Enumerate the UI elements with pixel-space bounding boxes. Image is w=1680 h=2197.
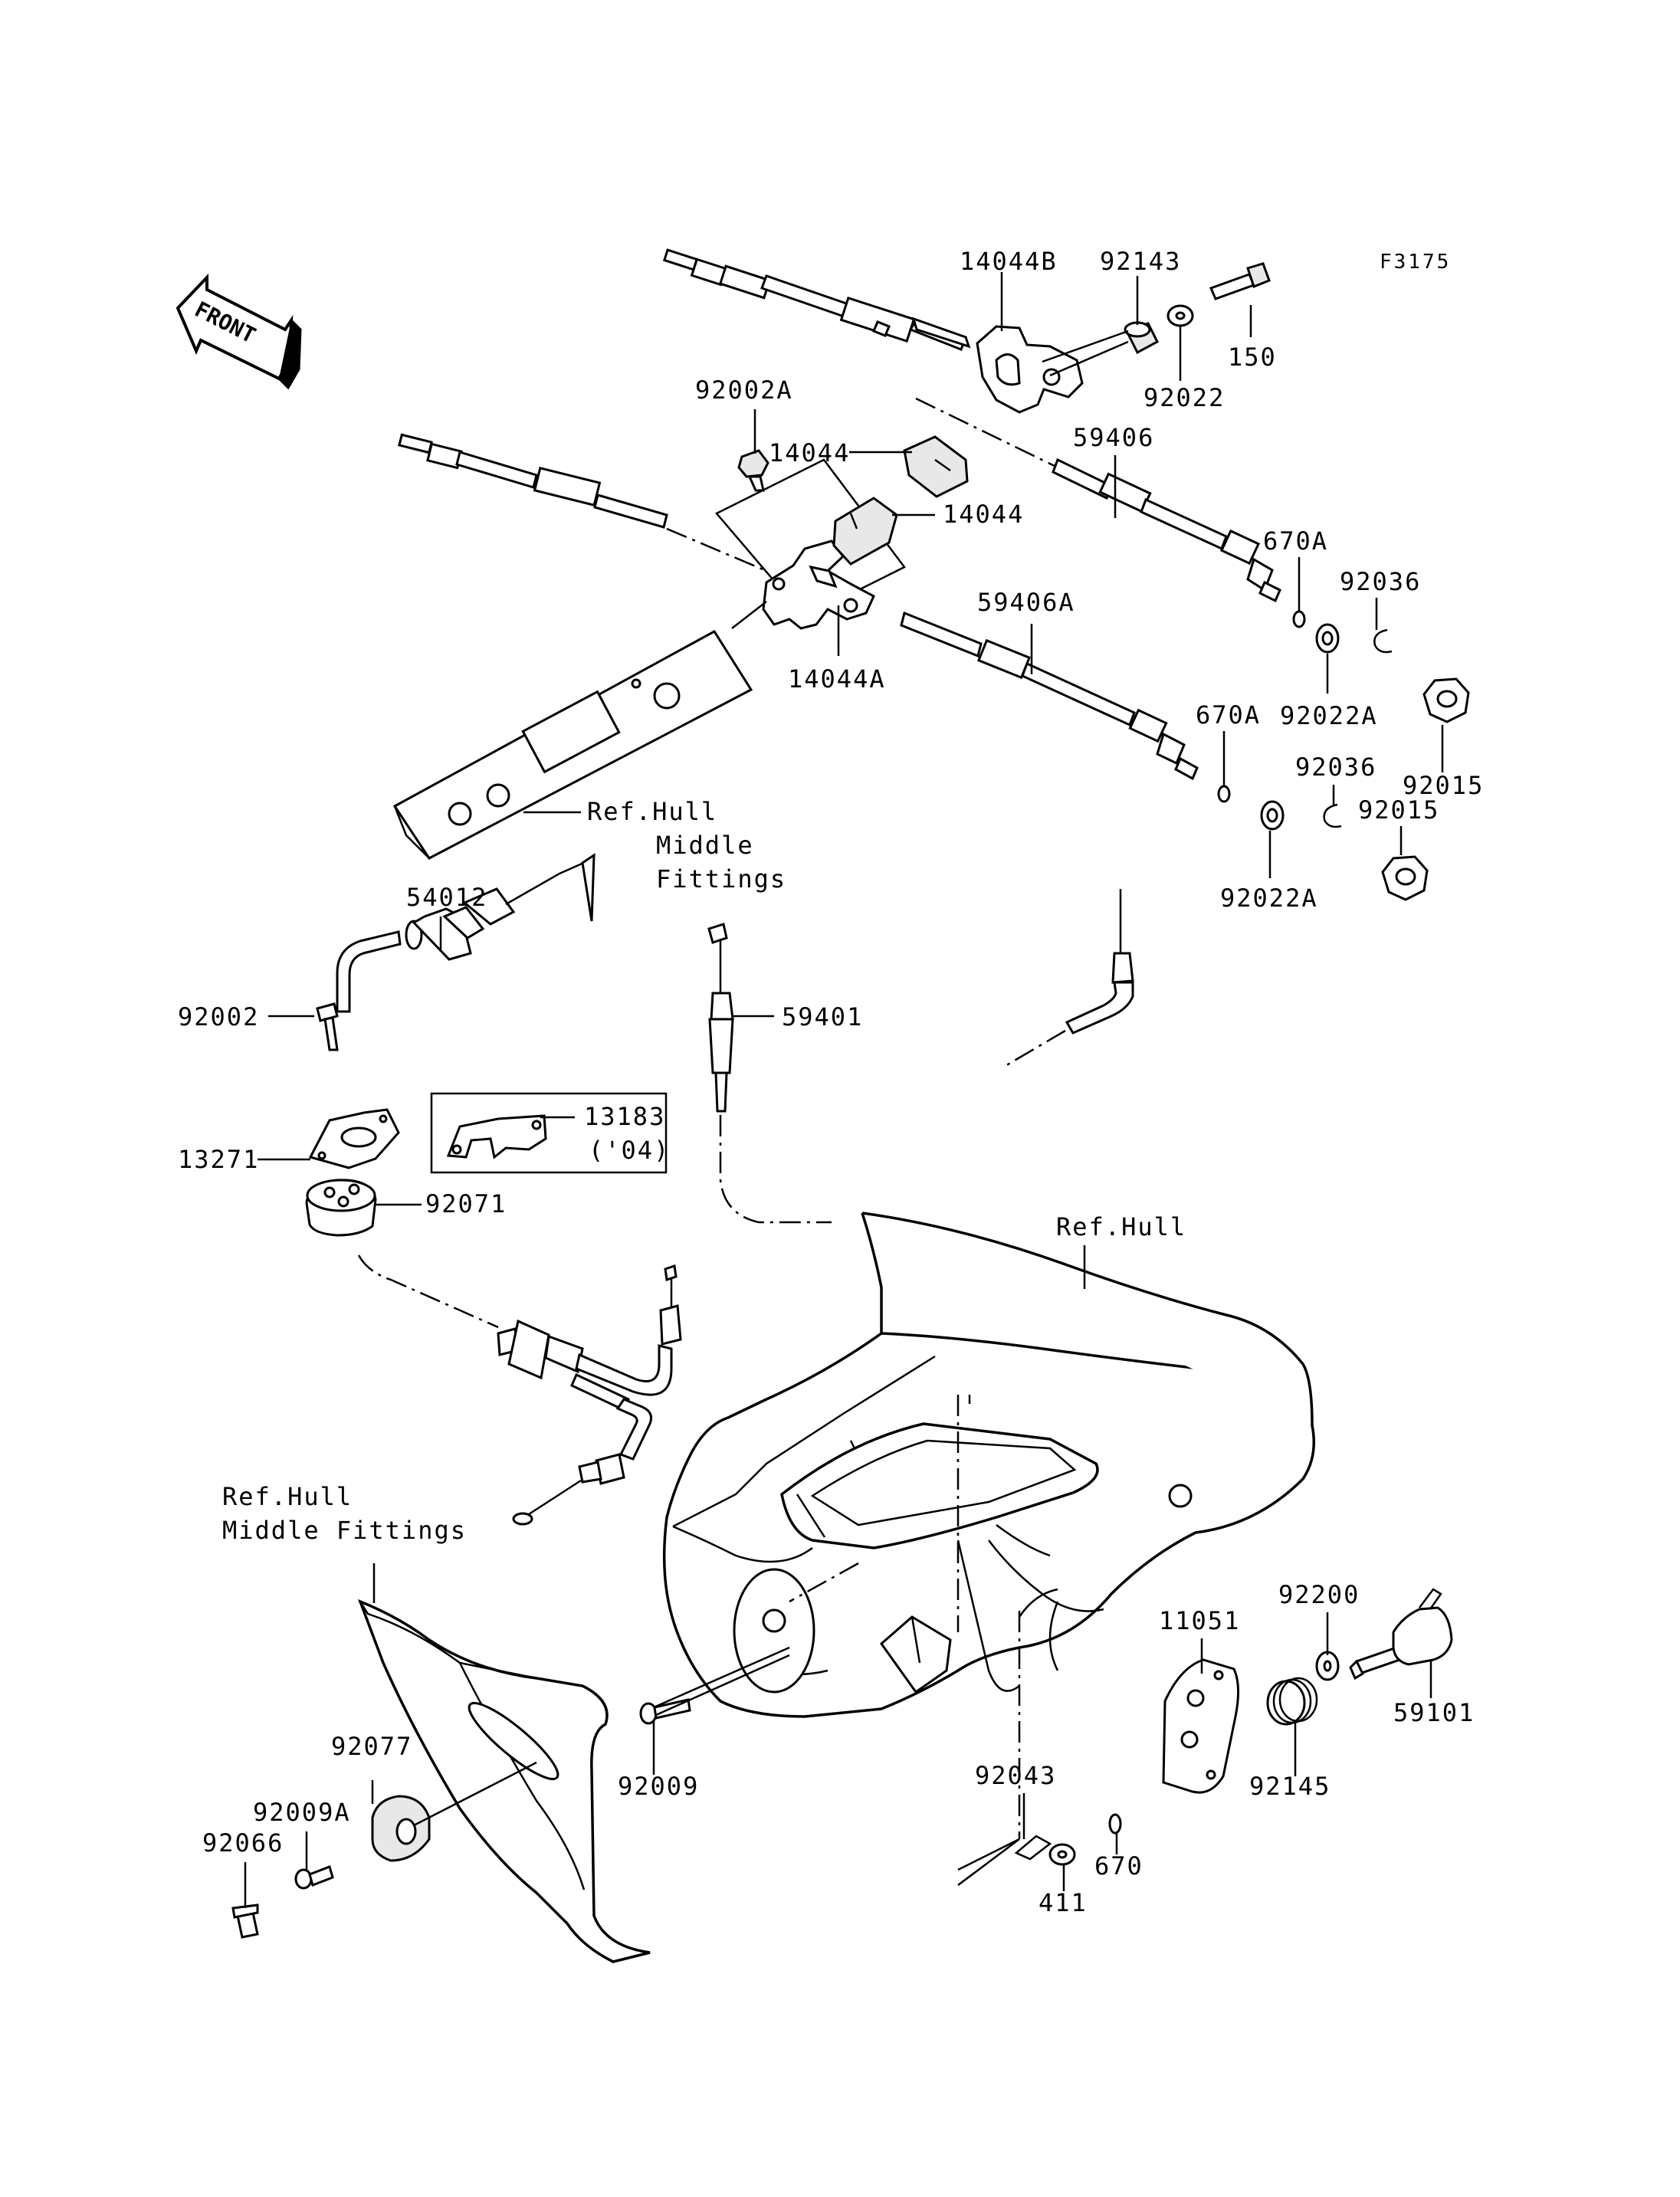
bracket-14044b: [976, 325, 1084, 414]
label-411: 411: [1039, 1888, 1088, 1917]
label-14044-lower: 14044: [943, 500, 1024, 529]
label-59401: 59401: [782, 1002, 863, 1031]
cap-92077: [371, 1795, 431, 1862]
label-92015-lower: 92015: [1358, 795, 1439, 825]
label-92036-upper: 92036: [1340, 567, 1421, 596]
leader-lines: [244, 272, 1444, 1908]
spring-92145: [1266, 1677, 1318, 1726]
washer-92022: [1166, 304, 1194, 327]
o-ring-670a-lower: [1217, 785, 1231, 803]
o-ring-670a-upper: [1292, 610, 1306, 628]
clamp-14044-upper: [903, 435, 969, 498]
label-11051: 11051: [1159, 1606, 1240, 1635]
label-92002: 92002: [178, 1002, 259, 1031]
label-92009a: 92009A: [253, 1798, 351, 1827]
label-92022a-lower: 92022A: [1220, 884, 1318, 913]
label-92022: 92022: [1144, 383, 1225, 412]
nut-92015-upper: [1422, 677, 1470, 723]
bracket-14044a: [715, 458, 906, 630]
side-panel-middle-fittings: [357, 1599, 651, 1963]
panel-middle-fittings: [392, 630, 753, 860]
label-92043: 92043: [975, 1761, 1056, 1790]
label-54012: 54012: [406, 883, 487, 912]
label-ref-hull-mf-1: Ref.Hull: [222, 1482, 353, 1511]
figure-code: F3175: [1380, 251, 1451, 274]
front-arrow-icon: FRONT: [176, 273, 302, 390]
plate-13271: [308, 1108, 400, 1169]
label-59101: 59101: [1393, 1698, 1475, 1727]
bolt-92002a: [737, 449, 769, 492]
assembly-lines: [789, 1395, 1021, 1839]
washer-411: [1048, 1843, 1076, 1866]
label-14044b: 14044B: [960, 247, 1058, 276]
pin-92043: [1014, 1835, 1052, 1861]
hull-body: [662, 1212, 1315, 1718]
plate-11051: [1162, 1658, 1239, 1794]
label-92036-lower: 92036: [1295, 753, 1376, 782]
screw-92009a: [294, 1865, 334, 1890]
label-670: 670: [1094, 1851, 1144, 1881]
label-92066: 92066: [202, 1828, 284, 1858]
clip-92036-upper: [1373, 628, 1393, 654]
clamp-14044-lower: [832, 497, 898, 566]
nut-92015-lower: [1381, 855, 1429, 901]
label-14044a: 14044A: [788, 664, 886, 694]
label-92022a-upper: 92022A: [1280, 701, 1378, 730]
label-ref-hull-3: Fittings: [656, 864, 786, 894]
washer-92022a-lower: [1260, 800, 1285, 831]
clip-92036-lower: [1323, 803, 1342, 828]
label-ref-hull-1: Ref.Hull: [587, 797, 717, 826]
collar-92143: [1124, 321, 1159, 355]
label-13183: 13183: [584, 1102, 665, 1131]
label-92145: 92145: [1249, 1772, 1331, 1801]
label-ref-hull-2: Middle: [656, 831, 754, 860]
washer-92022a-upper: [1315, 623, 1340, 654]
label-92200: 92200: [1278, 1580, 1360, 1609]
bolt-92002: [316, 1002, 339, 1051]
throttle-cable-59401: [707, 889, 1134, 1224]
label-92071: 92071: [425, 1189, 507, 1218]
dual-cable-assembly: [357, 1254, 682, 1526]
label-14044-upper: 14044: [769, 438, 850, 467]
label-92009: 92009: [618, 1772, 699, 1801]
label-92077: 92077: [331, 1732, 412, 1761]
label-92002a: 92002A: [695, 375, 793, 405]
cable-59406a: [398, 433, 1199, 781]
label-13271: 13271: [178, 1145, 259, 1174]
grommet-92071: [305, 1179, 377, 1237]
washer-92200: [1315, 1651, 1340, 1681]
bolt-150: [1209, 262, 1271, 300]
choke-cable-54012: [336, 853, 596, 1013]
cable-59406: [662, 248, 1281, 603]
label-670a-upper: 670A: [1263, 526, 1328, 556]
fastener-92066: [231, 1904, 259, 1939]
part-labels: 14044B 92143 150 92022 92002A 14044 1404…: [178, 247, 1484, 1917]
o-ring-670: [1108, 1813, 1122, 1835]
label-92143: 92143: [1100, 247, 1181, 276]
label-150: 150: [1228, 343, 1277, 372]
lever-59101: [1349, 1588, 1453, 1681]
label-59406a: 59406A: [977, 588, 1075, 617]
label-13183-note: ('04): [589, 1136, 670, 1165]
box-13183: [430, 1092, 668, 1174]
label-ref-hull-mf-2: Middle Fittings: [222, 1516, 467, 1545]
label-670a-lower: 670A: [1196, 700, 1261, 730]
label-ref-hull: Ref.Hull: [1056, 1212, 1186, 1241]
label-92015-upper: 92015: [1403, 771, 1484, 800]
label-59406: 59406: [1073, 423, 1154, 452]
